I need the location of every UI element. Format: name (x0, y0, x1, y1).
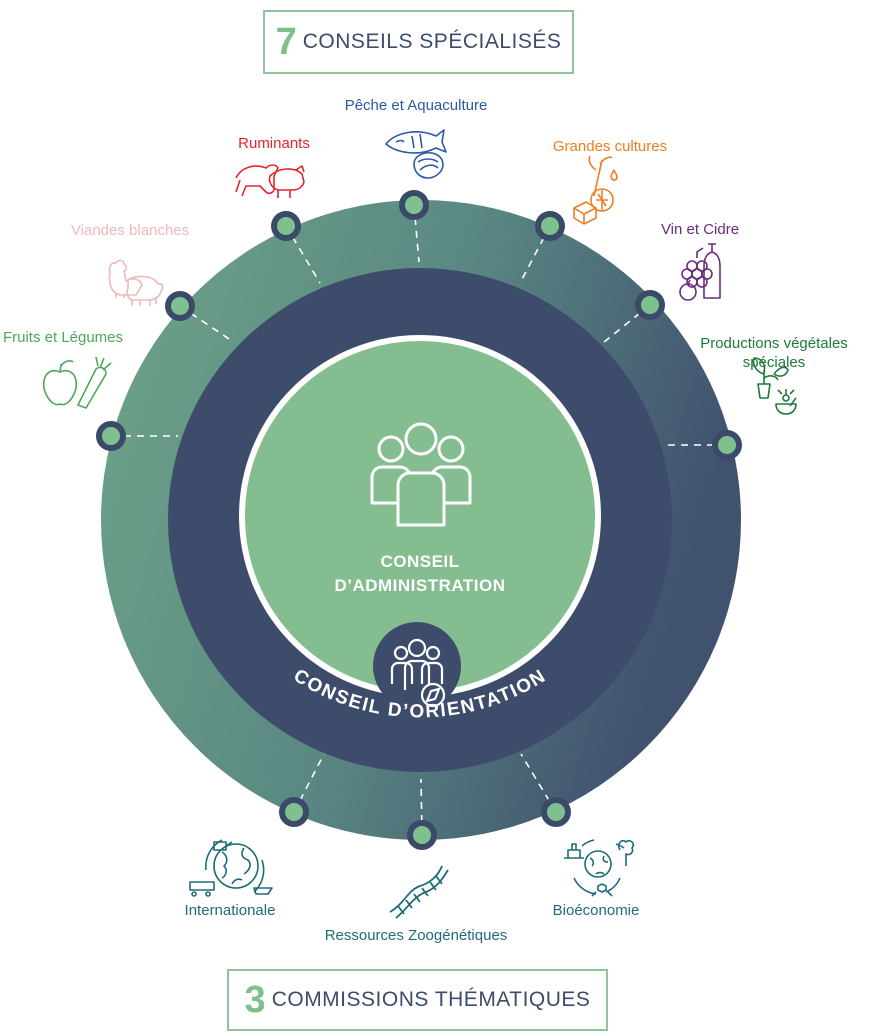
label-internationale[interactable]: Internationale (184, 902, 276, 919)
orientation-badge-icon (373, 622, 461, 710)
node-productions-vegetales[interactable] (712, 430, 742, 460)
node-ressources-zoogenetiques[interactable] (407, 820, 437, 850)
node-fruits-legumes[interactable] (96, 421, 126, 451)
thematic-commissions-title: 3 COMMISSIONS THÉMATIQUES (227, 969, 608, 1031)
label-vin-cidre[interactable]: Vin et Cidre (660, 221, 740, 238)
label-viandes-blanches[interactable]: Viandes blanches (70, 222, 190, 239)
node-bioeconomie[interactable] (541, 797, 571, 827)
wheat-sunflower-icon (573, 155, 618, 225)
councils-heading: CONSEILS SPÉCIALISÉS (302, 30, 562, 53)
connectors (111, 204, 727, 836)
label-fruits-legumes[interactable]: Fruits et Légumes (2, 329, 124, 346)
globe-transport-icon (189, 839, 273, 897)
label-ressources-zoogenetiques[interactable]: Ressources Zoogénétiques (324, 927, 508, 944)
councils-count: 7 (275, 20, 297, 63)
label-productions-vegetales[interactable]: Productions végétales spéciales (700, 335, 848, 371)
administration-line-1: CONSEIL (380, 552, 460, 571)
label-grandes-cultures[interactable]: Grandes cultures (552, 138, 668, 155)
commissions-heading: COMMISSIONS THÉMATIQUES (271, 988, 591, 1011)
label-peche-aquaculture[interactable]: Pêche et Aquaculture (344, 97, 488, 114)
node-peche-aquaculture[interactable] (399, 190, 429, 220)
poultry-pig-icon (108, 259, 164, 306)
administration-title: CONSEIL D’ADMINISTRATION (290, 550, 550, 598)
council-nodes (96, 190, 742, 460)
administration-line-2: D’ADMINISTRATION (334, 576, 506, 595)
label-bioeconomie[interactable]: Bioéconomie (552, 902, 640, 919)
dna-icon (389, 865, 449, 919)
node-ruminants[interactable] (271, 211, 301, 241)
people-group-icon (370, 422, 472, 527)
node-internationale[interactable] (279, 797, 309, 827)
commission-nodes (279, 797, 571, 850)
label-ruminants[interactable]: Ruminants (238, 135, 310, 152)
commissions-count: 3 (244, 978, 266, 1021)
plants-herbs-icon (752, 357, 797, 415)
grapes-bottle-icon (679, 243, 721, 301)
node-vin-cidre[interactable] (635, 290, 665, 320)
node-grandes-cultures[interactable] (535, 211, 565, 241)
node-viandes-blanches[interactable] (165, 291, 195, 321)
fruits-vegetables-icon (42, 356, 112, 409)
cattle-sheep-icon (235, 164, 305, 198)
bioeconomy-cycle-icon (564, 839, 635, 897)
fish-shell-icon (385, 129, 447, 179)
specialized-councils-title: 7 CONSEILS SPÉCIALISÉS (263, 10, 574, 74)
